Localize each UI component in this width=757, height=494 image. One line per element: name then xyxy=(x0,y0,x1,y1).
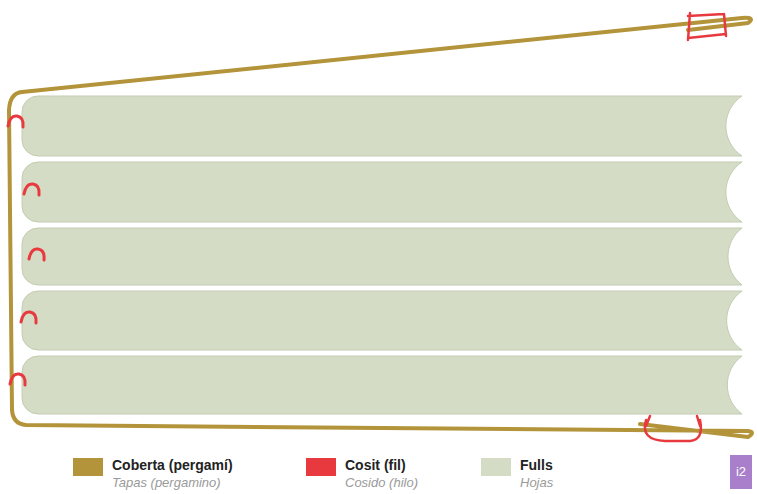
legend-translation: Tapas (pergamino) xyxy=(112,475,221,491)
legend-entry: Cosit (fil) xyxy=(306,458,367,475)
spine-stitches xyxy=(8,116,44,385)
thread-stitch xyxy=(24,184,39,195)
book-leaves xyxy=(22,96,742,414)
thread-stitch xyxy=(21,312,36,323)
figure-number: i2 xyxy=(730,455,752,489)
leaf-gathering xyxy=(22,356,742,414)
legend-translation: Cosido (hilo) xyxy=(345,475,418,491)
vellum-cover xyxy=(9,92,752,437)
turn-in-stitch-bottom xyxy=(645,416,701,441)
leaf-gathering xyxy=(22,291,742,350)
leaf-gathering xyxy=(22,228,742,285)
vellum-cover-top xyxy=(22,18,751,92)
leaf-gathering xyxy=(22,96,742,156)
legend-swatch xyxy=(73,458,103,476)
legend-entry: Fulls xyxy=(481,458,514,475)
legend-translation: Hojas xyxy=(520,475,553,491)
legend-entry: Coberta (pergamí) xyxy=(73,458,194,475)
thread-stitch xyxy=(10,374,25,385)
legend-text: Fulls xyxy=(520,457,553,474)
legend-swatch xyxy=(481,458,511,476)
leaf-gathering xyxy=(22,162,742,222)
thread-stitch xyxy=(8,116,23,127)
legend-text: Cosit (fil) xyxy=(345,457,406,474)
turn-in-stitch-top xyxy=(688,13,726,40)
legend-text: Coberta (pergamí) xyxy=(112,457,233,474)
legend-swatch xyxy=(306,458,336,476)
thread-stitch xyxy=(29,249,44,260)
